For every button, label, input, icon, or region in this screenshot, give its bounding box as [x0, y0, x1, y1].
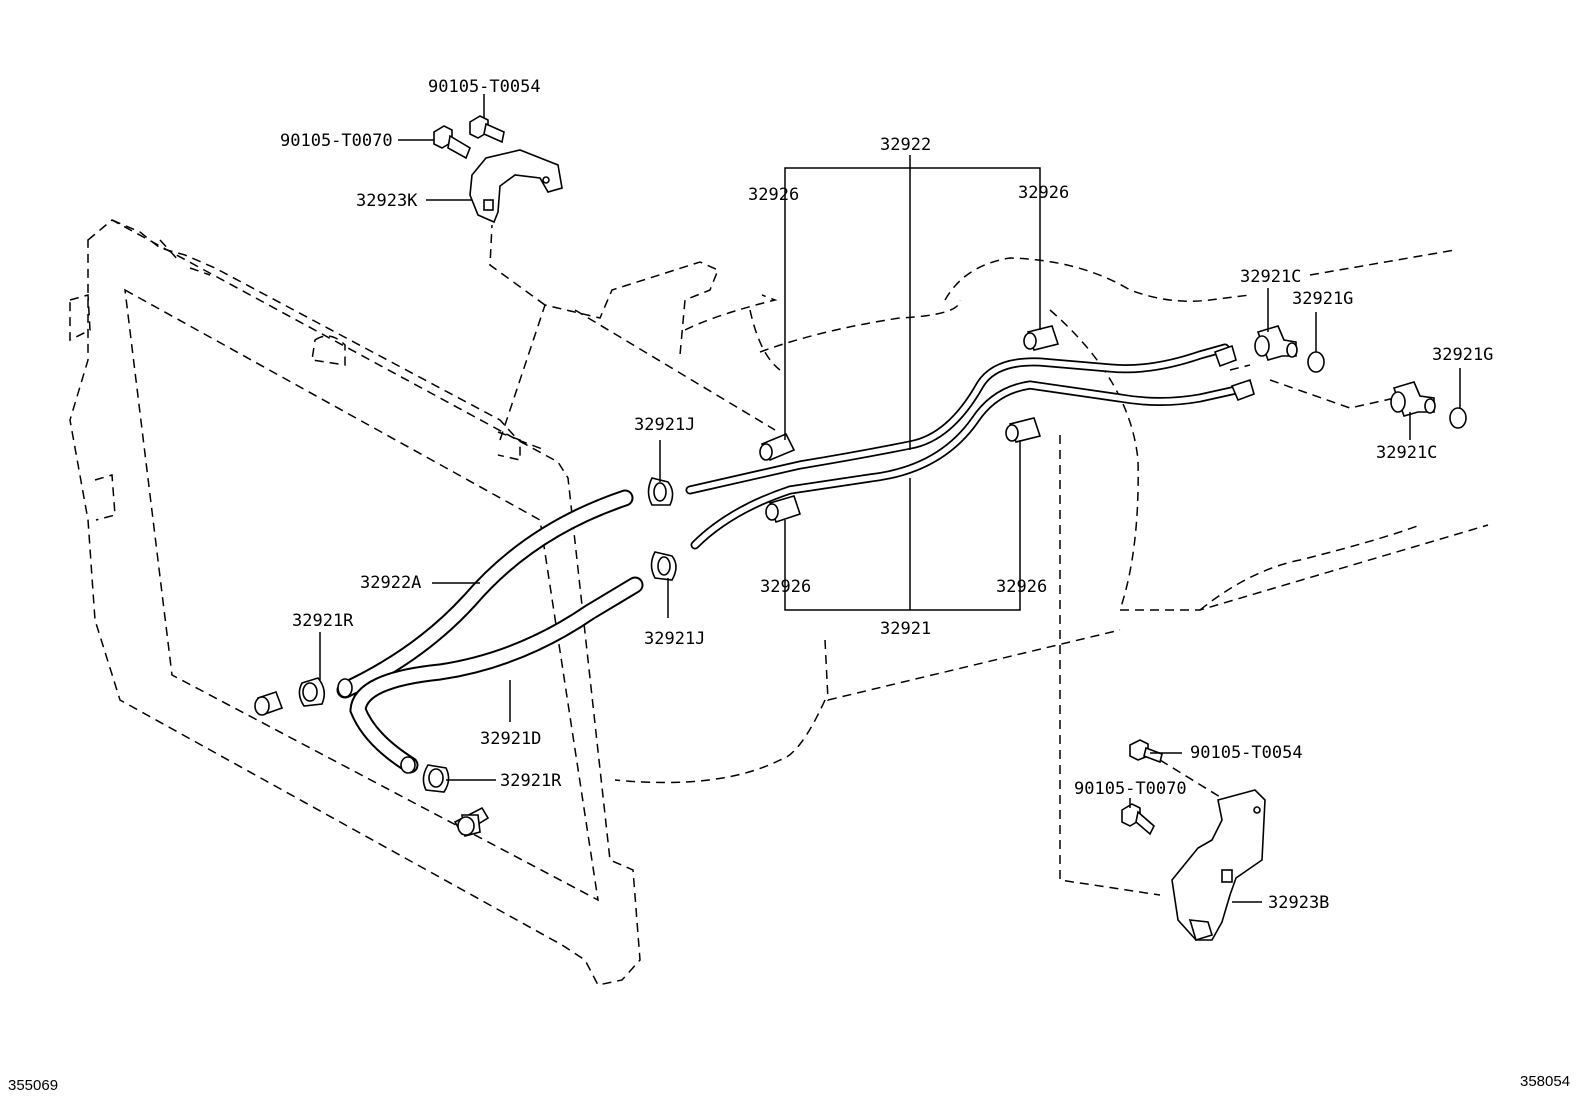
label-tube-main: 32921: [880, 619, 931, 639]
clamp-r-left: [298, 677, 326, 707]
corner-code-right: 358054: [1520, 1073, 1570, 1090]
tube-end-fittings: [1213, 344, 1255, 402]
radiator: [69, 219, 641, 986]
clamp-j-bottom: [650, 551, 677, 581]
bolt-top-a: [469, 115, 505, 144]
fitting-c-top: [1254, 325, 1298, 361]
label-bolt-top-b: 90105-T0070: [280, 131, 393, 151]
steel-tubes: [685, 343, 1250, 550]
grommet-tr: [1023, 325, 1060, 351]
bracket-b: [1171, 789, 1266, 942]
part-labels: 90105-T0054 90105-T0070 32923K 32922 329…: [280, 77, 1493, 913]
label-gasket-g-right: 32921G: [1432, 345, 1493, 365]
grommet-br: [1005, 417, 1042, 443]
label-tube-set: 32922: [880, 135, 931, 155]
label-grommet-br: 32926: [996, 577, 1047, 597]
bolt-bottom-a: [1129, 739, 1163, 764]
gasket-g-top: [1307, 351, 1325, 373]
bolt-bottom-b: [1121, 803, 1155, 836]
clamp-j-top: [647, 477, 674, 506]
label-bolt-bottom-a: 90105-T0054: [1190, 743, 1303, 763]
label-hose-a: 32922A: [360, 573, 421, 593]
fitting-c-right: [1390, 381, 1436, 417]
label-clamp-j-bottom: 32921J: [644, 629, 705, 649]
bolt-top-b: [433, 125, 471, 160]
connection-lines: [574, 309, 1396, 896]
label-clamp-r-left: 32921R: [292, 611, 354, 631]
label-bolt-bottom-b: 90105-T0070: [1074, 779, 1187, 799]
rubber-hoses: [336, 489, 644, 774]
label-hose-d: 32921D: [480, 729, 541, 749]
corner-code-left: 355069: [8, 1077, 58, 1094]
bracket-k: [469, 149, 563, 224]
transmission-outline: [489, 224, 1489, 784]
label-bracket-b: 32923B: [1268, 893, 1329, 913]
leader-lines: [319, 94, 1461, 903]
label-bracket-k: 32923K: [356, 191, 418, 211]
radiator-fittings: [254, 690, 490, 838]
label-gasket-g-top: 32921G: [1292, 289, 1353, 309]
gasket-g-right: [1449, 407, 1467, 429]
label-bolt-top-a: 90105-T0054: [428, 77, 541, 97]
label-grommet-bl: 32926: [760, 577, 811, 597]
label-grommet-tl: 32926: [748, 185, 799, 205]
clamp-r-bottom: [422, 764, 450, 793]
grommet-bl: [765, 495, 802, 524]
label-fitting-c-top: 32921C: [1240, 267, 1301, 287]
label-fitting-c-right: 32921C: [1376, 443, 1437, 463]
grommet-tl: [759, 432, 796, 462]
label-clamp-r-bottom: 32921R: [500, 771, 562, 791]
label-grommet-tr: 32926: [1018, 183, 1069, 203]
label-clamp-j-top: 32921J: [634, 415, 695, 435]
